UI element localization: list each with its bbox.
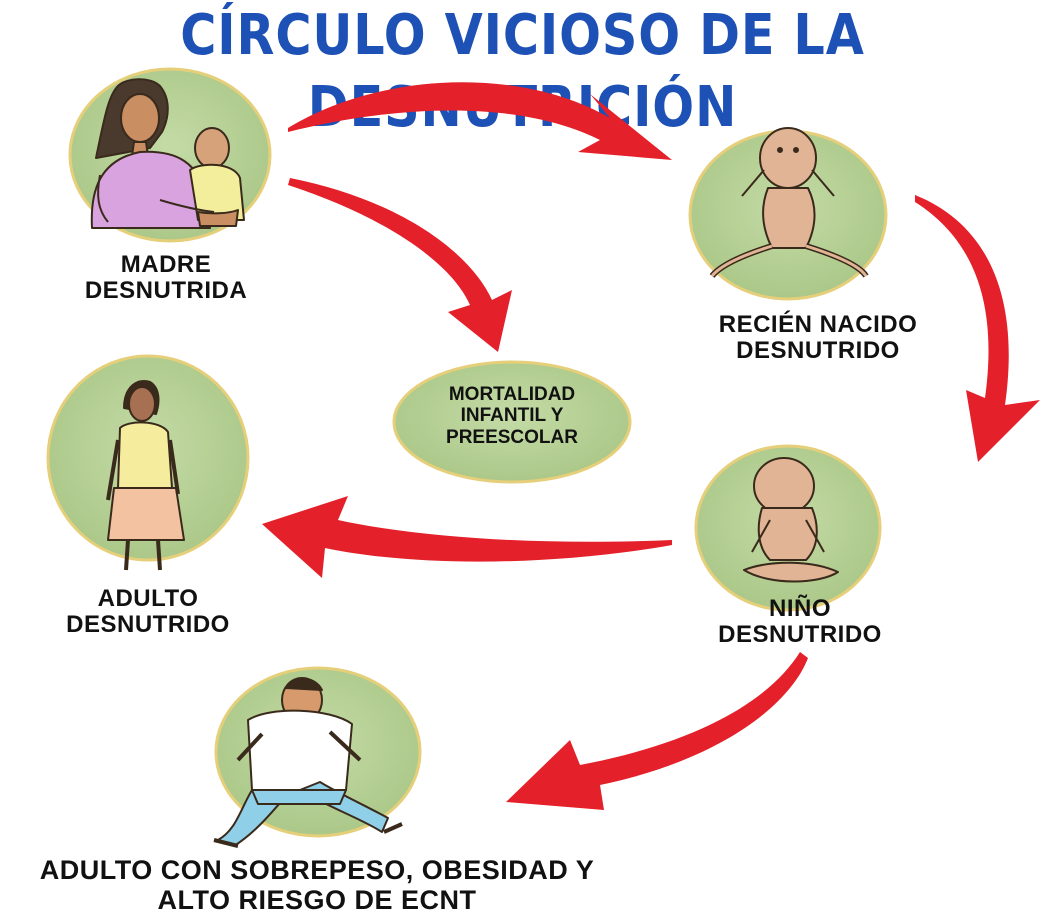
mother-label-line1: MADRE [120,251,212,278]
child-label-line2: DESNUTRIDO [718,621,882,649]
newborn-label-line1: RECIÉN NACIDO [718,311,918,338]
arrow-newborn-to-child [915,195,1040,462]
mortality-label-line1: MORTALIDAD [448,384,576,405]
newborn-illustration [709,127,869,279]
adult-label-line1: ADULTO [97,585,199,612]
obese-adult-label-line2: ALTO RIESGO DE ECNT [157,884,477,915]
arrow-mother-to-mortality [288,178,512,352]
arrow-child-to-adult [262,496,672,578]
newborn-label-line2: DESNUTRIDO [736,337,900,365]
obese-adult-label-line1: ADULTO CON SOBREPESO, OBESIDAD Y [39,855,595,885]
mother-label-line2: DESNUTRIDA [84,277,248,305]
mortality-label-line3: PREESCOLAR [446,426,578,448]
arrow-mother-to-newborn [288,82,672,160]
standing-woman-illustration [106,380,185,571]
running-man-illustration [213,677,403,848]
child-label-line1: NIÑO [769,595,831,622]
adult-label-line2: DESNUTRIDO [66,611,230,639]
child-label: NIÑO DESNUTRIDO [680,595,920,649]
mortality-label: MORTALIDAD INFANTIL Y PREESCOLAR [388,384,636,448]
newborn-label: RECIÉN NACIDO DESNUTRIDO [668,311,968,365]
mother-label: MADRE DESNUTRIDA [48,251,284,305]
obese-adult-label: ADULTO CON SOBREPESO, OBESIDAD Y ALTO RI… [0,855,634,915]
mortality-bubble [392,360,632,484]
sitting-child-illustration [743,457,839,583]
adult-label: ADULTO DESNUTRIDO [30,585,266,639]
arrow-child-to-obese-adult [506,652,808,810]
mortality-label-line2: INFANTIL Y [460,405,564,427]
mother-holding-child-illustration [90,78,245,229]
